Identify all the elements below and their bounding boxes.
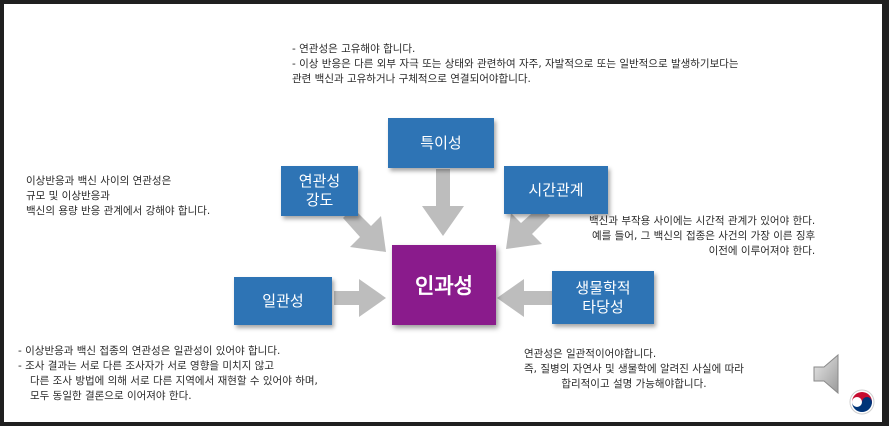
government-emblem-icon <box>849 389 875 415</box>
speaker-icon[interactable] <box>810 352 860 396</box>
consistency-note-line: 모두 동일한 결론으로 이어져야 한다. <box>30 390 192 402</box>
strength-note: 이상반응과 백신 사이의 연관성은 규모 및 이상반응과 백신의 용량 반응 관… <box>26 174 210 219</box>
strength-box: 연관성 강도 <box>281 166 358 216</box>
strength-note-line: 이상반응과 백신 사이의 연관성은 <box>26 175 172 187</box>
consistency-note-line: - 조사 결과는 서로 다른 조사자가 서로 영향을 미치지 않고 <box>18 360 275 372</box>
arrow-plausibility <box>497 279 552 317</box>
slide: - 연관성은 고유해야 합니다. - 이상 반응은 다른 외부 자극 또는 상태… <box>4 4 882 422</box>
temporal-note-line: 예를 들어, 그 백신의 접종은 사건의 가장 이른 징후 <box>591 230 816 242</box>
causality-label: 인과성 <box>415 274 473 298</box>
arrow-consistency <box>334 279 386 317</box>
strength-note-line: 백신의 용량 반응 관계에서 강해야 합니다. <box>26 205 211 217</box>
arrow-specificity <box>422 169 464 236</box>
plausibility-label-line2: 타당성 <box>582 297 624 316</box>
consistency-note-line: 다른 조사 방법에 의해 서로 다른 지역에서 재현할 수 있어야 하며, <box>30 375 318 387</box>
plausibility-note-line: 합리적이고 설명 가능해야합니다. <box>561 378 707 390</box>
specificity-box: 특이성 <box>388 118 494 168</box>
plausibility-note-line: 연관성은 일관적이어야합니다. <box>524 348 657 360</box>
strength-label-line2: 강도 <box>305 191 334 209</box>
plausibility-note: 연관성은 일관적이어야합니다. 즉, 질병의 자연사 및 생물학에 알려진 사실… <box>524 347 744 392</box>
arrow-temporal <box>506 206 550 249</box>
plausibility-label-line1: 생물학적 <box>575 278 631 297</box>
temporal-box: 시간관계 <box>504 166 608 214</box>
temporal-label: 시간관계 <box>528 180 584 199</box>
strength-label-line1: 연관성 <box>298 172 341 190</box>
plausibility-box: 생물학적 타당성 <box>552 271 654 324</box>
specificity-note-line: - 연관성은 고유해야 합니다. <box>292 43 416 55</box>
causality-box: 인과성 <box>392 245 496 325</box>
temporal-note: 백신과 부작용 사이에는 시간적 관계가 있어야 한다. 예를 들어, 그 백신… <box>589 214 815 259</box>
strength-note-line: 규모 및 이상반응과 <box>26 190 110 202</box>
consistency-note-line: - 이상반응과 백신 접종의 연관성은 일관성이 있어야 합니다. <box>18 345 281 357</box>
temporal-note-line: 이전에 이루어져야 한다. <box>708 245 816 257</box>
specificity-note: - 연관성은 고유해야 합니다. - 이상 반응은 다른 외부 자극 또는 상태… <box>292 42 739 87</box>
specificity-note-line: - 이상 반응은 다른 외부 자극 또는 상태와 관련하여 자주, 자발적으로 … <box>292 58 739 70</box>
consistency-note: - 이상반응과 백신 접종의 연관성은 일관성이 있어야 합니다. - 조사 결… <box>18 344 318 404</box>
specificity-label: 특이성 <box>420 133 462 152</box>
consistency-box: 일관성 <box>234 277 332 325</box>
specificity-note-line: 관련 백신과 고유하거나 구체적으로 연결되어야합니다. <box>292 73 531 85</box>
arrows <box>334 169 552 317</box>
arrow-strength <box>343 208 386 252</box>
plausibility-note-line: 즉, 질병의 자연사 및 생물학에 알려진 사실에 따라 <box>524 363 744 375</box>
consistency-label: 일관성 <box>262 291 304 310</box>
temporal-note-line: 백신과 부작용 사이에는 시간적 관계가 있어야 한다. <box>589 215 816 227</box>
